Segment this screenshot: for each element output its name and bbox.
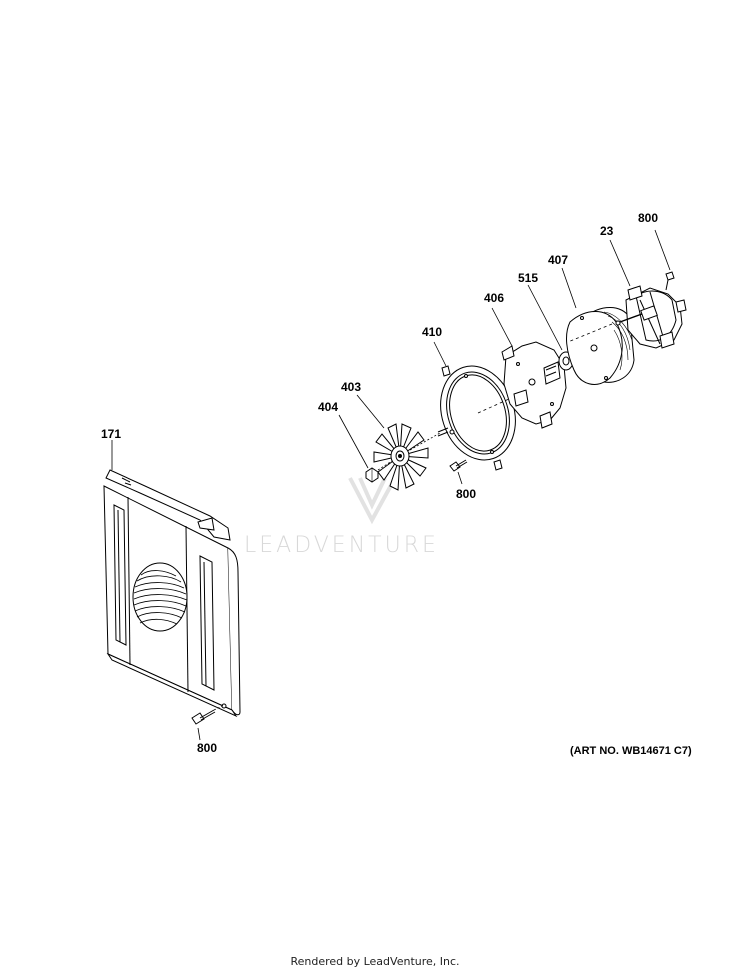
screw-part-800-top[interactable] [666, 272, 674, 290]
callout-171: 171 [101, 427, 122, 441]
callout-410: 410 [422, 325, 443, 339]
callout-406: 406 [484, 291, 505, 305]
callout-404: 404 [318, 400, 339, 414]
screw-part-800-bottom[interactable] [192, 710, 215, 724]
fan-blade-part-403[interactable] [374, 424, 428, 490]
art-number: (ART NO. WB14671 C7) [570, 745, 692, 757]
insulation-disc-part-407[interactable] [567, 308, 634, 385]
watermark-text: LEADVENTURE [244, 533, 439, 558]
motor-bracket-part-406[interactable] [502, 342, 566, 428]
footer-credit: Rendered by LeadVenture, Inc. [290, 955, 460, 968]
callout-800-top: 800 [638, 211, 659, 225]
bolt-part-404[interactable] [366, 468, 378, 482]
callout-23: 23 [600, 224, 614, 238]
callout-800-bottom: 800 [197, 741, 218, 755]
screw-part-800-mid[interactable] [450, 460, 467, 471]
convection-motor-part-23[interactable] [616, 286, 686, 348]
callout-407: 407 [548, 253, 569, 267]
callout-403: 403 [341, 380, 362, 394]
callout-800-mid: 800 [456, 487, 477, 501]
rear-panel-part-171[interactable] [104, 470, 240, 716]
callout-515: 515 [518, 271, 539, 285]
